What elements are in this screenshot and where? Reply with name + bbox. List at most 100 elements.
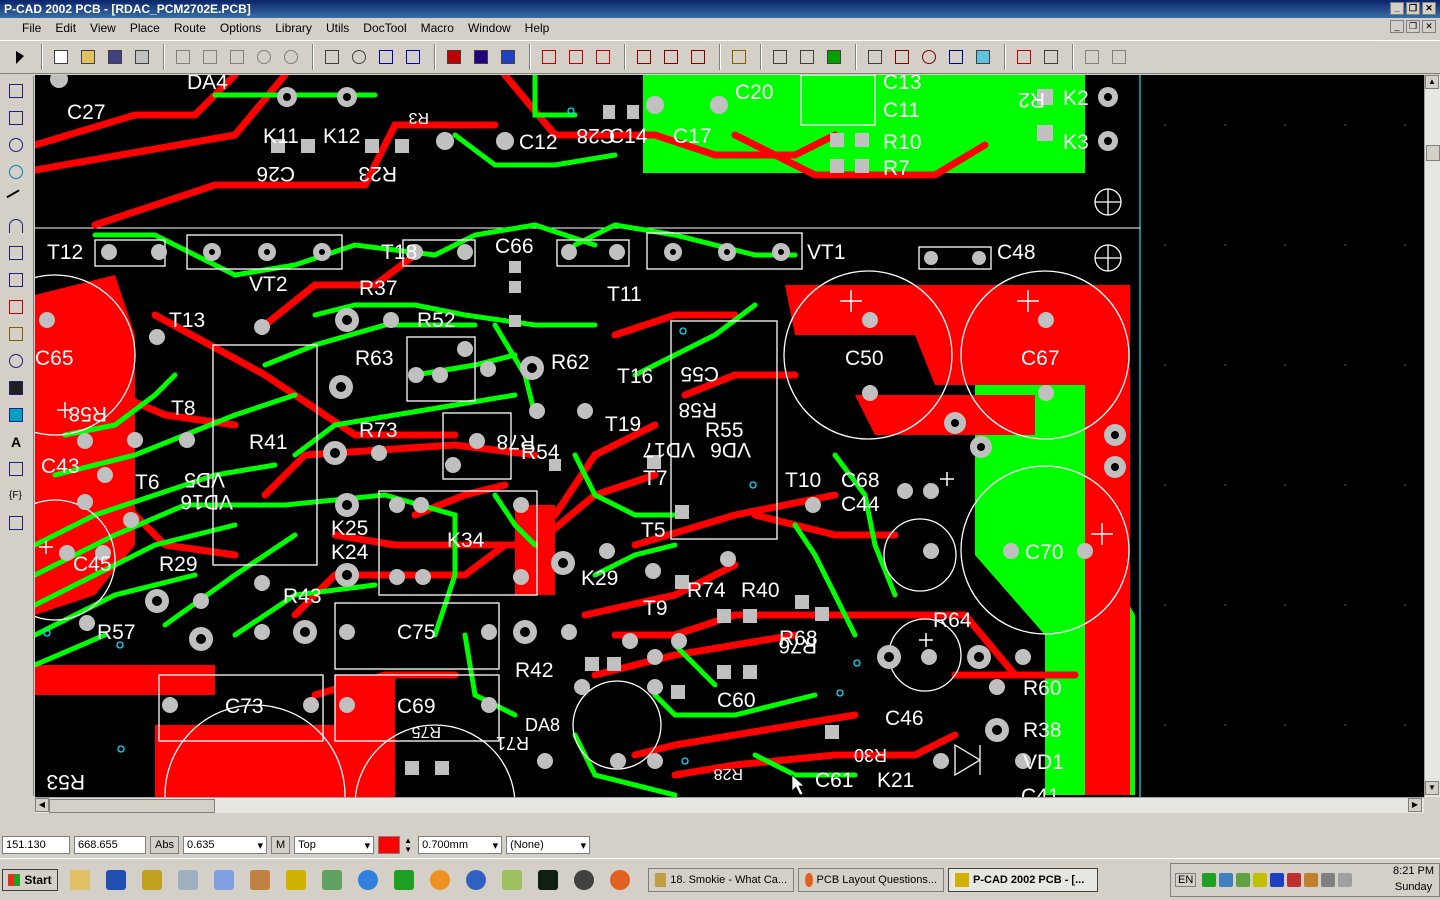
place-cutout-tool[interactable] <box>4 349 28 373</box>
select-tool-button[interactable] <box>8 45 32 69</box>
place-plane-tool[interactable] <box>4 322 28 346</box>
menu-window[interactable]: Window <box>467 21 511 35</box>
width-spinner[interactable]: ▲▼ <box>404 836 413 854</box>
chip-button[interactable] <box>822 45 846 69</box>
scroll-up-arrow-icon[interactable]: ▲ <box>1425 75 1439 89</box>
flip-button[interactable] <box>768 45 792 69</box>
place-field-f-tool[interactable]: {F} <box>4 484 28 508</box>
menu-utils[interactable]: Utils <box>325 21 350 35</box>
x-coordinate-field[interactable]: 151.130 <box>2 836 70 854</box>
place-line-tool[interactable] <box>4 187 28 211</box>
menu-edit[interactable]: Edit <box>55 21 77 35</box>
doc-restore-button[interactable]: ❐ <box>1406 20 1420 33</box>
distribute-button[interactable] <box>686 45 710 69</box>
net-button[interactable] <box>469 45 493 69</box>
layer-select[interactable]: Top▾ <box>294 836 375 854</box>
new-button[interactable] <box>49 45 73 69</box>
quicklaunch-ball-icon[interactable] <box>426 866 454 894</box>
vertical-scrollbar[interactable]: ▲ ▼ <box>1424 75 1440 797</box>
quicklaunch-scope-icon[interactable] <box>534 866 562 894</box>
open-button[interactable] <box>76 45 100 69</box>
quicklaunch-network-icon[interactable] <box>138 866 166 894</box>
grid-button[interactable] <box>863 45 887 69</box>
task-button-smokie[interactable]: 18. Smokie - What Ca... <box>648 867 794 892</box>
doc-close-button[interactable]: ✕ <box>1422 20 1436 33</box>
library-button[interactable] <box>1107 45 1131 69</box>
quicklaunch-media-player-icon[interactable] <box>462 866 490 894</box>
list-button[interactable] <box>1039 45 1063 69</box>
cut-button[interactable] <box>171 45 195 69</box>
menu-place[interactable]: Place <box>129 21 160 35</box>
toolbar-misc-button[interactable] <box>944 45 968 69</box>
tray-update-icon[interactable] <box>1253 873 1268 887</box>
layer-color-swatch[interactable] <box>378 836 401 854</box>
menu-doctool[interactable]: DocTool <box>363 21 407 35</box>
menu-library[interactable]: Library <box>275 21 312 35</box>
place-connection-tool[interactable] <box>4 106 28 130</box>
measure-button[interactable] <box>320 45 344 69</box>
arc-button[interactable] <box>591 45 615 69</box>
report-button[interactable] <box>890 45 914 69</box>
place-via-tool[interactable] <box>4 160 28 184</box>
design-rules-button[interactable] <box>1012 45 1036 69</box>
autoroute-button[interactable] <box>971 45 995 69</box>
menu-route[interactable]: Route <box>173 21 206 35</box>
scroll-down-arrow-icon[interactable]: ▼ <box>1425 781 1439 795</box>
menu-view[interactable]: View <box>90 21 116 35</box>
quicklaunch-layers-icon[interactable] <box>498 866 526 894</box>
language-indicator[interactable]: EN <box>1175 873 1197 887</box>
drc-button[interactable] <box>374 45 398 69</box>
layers-button[interactable] <box>917 45 941 69</box>
tray-network-icon[interactable] <box>1219 873 1234 887</box>
m-button[interactable]: M <box>270 836 291 854</box>
track-button[interactable] <box>537 45 561 69</box>
quicklaunch-viewer-icon[interactable] <box>318 866 346 894</box>
component-button[interactable] <box>632 45 656 69</box>
place-pad-tool[interactable] <box>4 133 28 157</box>
quicklaunch-paint-icon[interactable] <box>246 866 274 894</box>
task-button-pcad[interactable]: P-CAD 2002 PCB - [... <box>948 867 1098 892</box>
quicklaunch-firefox-icon[interactable] <box>606 866 634 894</box>
rotate-button[interactable] <box>795 45 819 69</box>
place-dimension-tool[interactable] <box>4 511 28 535</box>
tray-antivirus-icon[interactable] <box>1236 873 1251 887</box>
place-field-tool[interactable] <box>4 376 28 400</box>
minimize-button[interactable]: _ <box>1390 2 1404 15</box>
line-width-select[interactable]: 0.700mm▾ <box>418 836 503 854</box>
copy-button[interactable] <box>198 45 222 69</box>
route-button[interactable] <box>401 45 425 69</box>
net-select[interactable]: (None)▾ <box>506 836 591 854</box>
align-button[interactable] <box>659 45 683 69</box>
clock[interactable]: 8:21 PM Sunday <box>1393 863 1434 895</box>
save-button[interactable] <box>103 45 127 69</box>
vertical-scroll-thumb[interactable] <box>1426 145 1440 161</box>
place-arc-tool[interactable] <box>4 214 28 238</box>
quicklaunch-utorrent-icon[interactable] <box>390 866 418 894</box>
place-keepout-tool[interactable] <box>4 268 28 292</box>
place-polygon-tool[interactable] <box>4 241 28 265</box>
undo-button[interactable] <box>252 45 276 69</box>
pcb-canvas[interactable]: C27 DA4 K11 K12 R23 C26 R3 C12 C28 C14 C… <box>35 75 1426 797</box>
quicklaunch-user-icon[interactable] <box>66 866 94 894</box>
tray-bluetooth-icon[interactable] <box>1270 873 1285 887</box>
quicklaunch-calc-icon[interactable] <box>174 866 202 894</box>
layer-button[interactable] <box>496 45 520 69</box>
menu-file[interactable]: File <box>22 21 42 35</box>
menu-help[interactable]: Help <box>524 21 550 35</box>
zoom-button[interactable] <box>347 45 371 69</box>
restore-button[interactable]: ❐ <box>1406 2 1420 15</box>
start-button[interactable]: Start <box>2 868 58 891</box>
quicklaunch-cd-icon[interactable] <box>354 866 382 894</box>
tray-settings-icon[interactable] <box>1338 873 1353 887</box>
print-button[interactable] <box>130 45 154 69</box>
task-button-pcb-questions[interactable]: PCB Layout Questions... <box>798 867 944 892</box>
properties-button[interactable] <box>1080 45 1104 69</box>
tray-shield-icon[interactable] <box>1304 873 1319 887</box>
quicklaunch-horse-icon[interactable] <box>570 866 598 894</box>
connect-button[interactable] <box>727 45 751 69</box>
doc-minimize-button[interactable]: _ <box>1390 20 1404 33</box>
tray-search-icon[interactable] <box>1321 873 1336 887</box>
quicklaunch-notes-icon[interactable] <box>210 866 238 894</box>
y-coordinate-field[interactable]: 668.655 <box>74 836 146 854</box>
grid-select[interactable]: 0.635▾ <box>182 836 267 854</box>
